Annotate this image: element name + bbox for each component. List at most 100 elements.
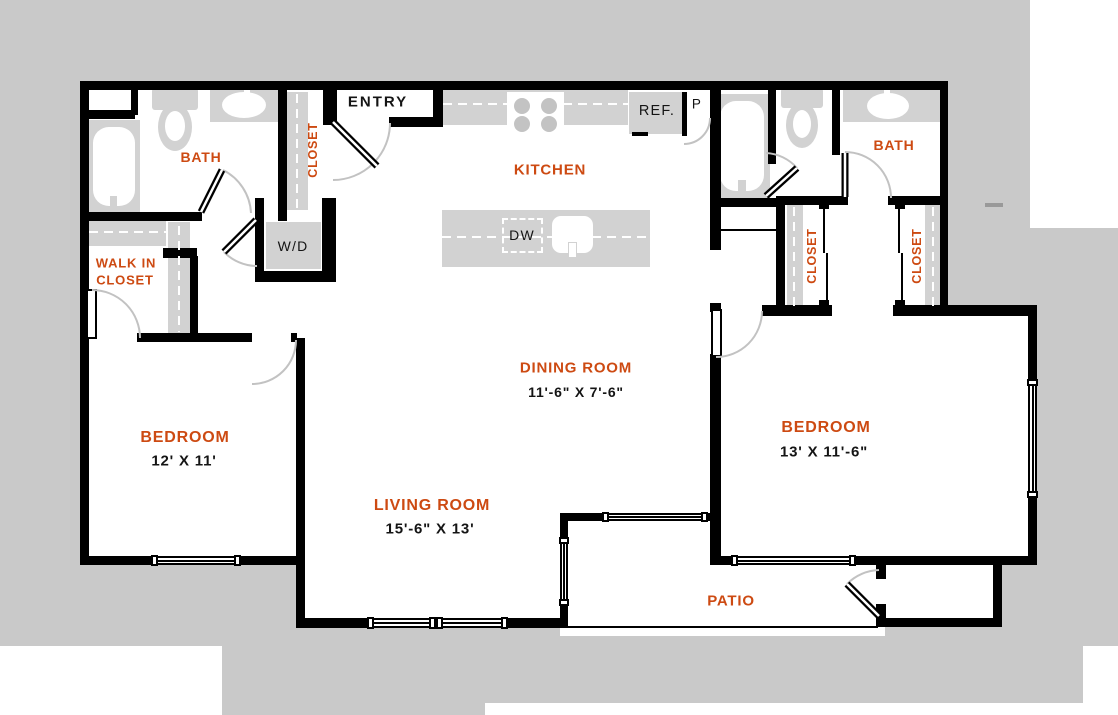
- window-living-2: [436, 617, 508, 629]
- wall-toilet2-divider: [832, 88, 840, 155]
- window-cap: [501, 617, 508, 629]
- wall-storage-left-top: [876, 565, 886, 579]
- living-room-label: LIVING ROOM: [373, 497, 491, 514]
- walkin-closet-label-line1: WALK IN: [95, 255, 157, 271]
- washer-dryer-label: W/D: [277, 238, 309, 254]
- dining-room-dimensions: 11'-6" X 7'-6": [528, 384, 624, 400]
- wall-wd-bottom: [255, 271, 331, 282]
- wall-storage-right: [993, 565, 1002, 627]
- wall-closet1-left: [776, 198, 785, 310]
- kitchen-island: [442, 210, 650, 267]
- dishwasher-label: DW: [509, 227, 535, 243]
- sink-right-faucet: [884, 89, 890, 98]
- window-living-patio: [602, 512, 708, 522]
- wall-bed1-door-jamb: [291, 333, 297, 342]
- refrigerator-label: REF.: [638, 103, 676, 119]
- wall-bed2-top-b: [893, 305, 1037, 316]
- kitchen-label: KITCHEN: [513, 161, 587, 179]
- wall-bed1-living-divider: [296, 338, 305, 628]
- washer-dryer-box: [266, 222, 321, 269]
- window-cap: [849, 555, 856, 566]
- window-cap: [1027, 491, 1038, 498]
- wall-bed2-top-a: [762, 305, 832, 316]
- wall-top: [80, 81, 948, 90]
- wall-niche-bottom: [87, 110, 135, 119]
- window-living-right: [559, 537, 569, 606]
- wall-bed2-bottom: [710, 556, 1037, 565]
- bathtub-right-faucet: [738, 180, 746, 192]
- patio-slab-edge: [564, 628, 878, 636]
- wall-divider-lower: [710, 354, 721, 558]
- wall-bath1-bottom: [80, 212, 202, 221]
- closet-right-1-label: CLOSET: [805, 228, 819, 284]
- wall-niche-right: [131, 85, 138, 115]
- window-cap: [429, 617, 436, 629]
- window-cap: [701, 512, 708, 522]
- wall-divider-stub: [710, 303, 721, 312]
- window-living-1: [367, 617, 436, 629]
- wall-storage-left-bottom: [876, 604, 886, 627]
- refrigerator-base-tick: [632, 132, 648, 136]
- wall-tubroom-bottom: [712, 198, 778, 207]
- bathtub-left: [93, 127, 135, 206]
- counter-dashed-lines: [89, 94, 934, 332]
- floor-storage: [876, 556, 1002, 627]
- wall-divider-upper: [710, 81, 721, 250]
- door-leaves-diagonal: [197, 119, 882, 619]
- bath-right-label: BATH: [873, 137, 915, 153]
- bathtub-left-faucet: [110, 196, 117, 207]
- living-room-dimensions: 15'-6" X 13': [385, 520, 475, 538]
- dishwasher-outline: [502, 218, 543, 253]
- wall-entrycloset-right: [323, 81, 337, 125]
- walkin-closet-label-line2: CLOSET: [96, 272, 154, 288]
- wall-bed1-top: [137, 333, 251, 342]
- closet-right-2-label: CLOSET: [910, 228, 924, 284]
- wall-walkin-right: [190, 256, 198, 338]
- bedroom-left-dimensions: 12' X 11': [151, 452, 217, 470]
- thin-edges: [564, 229, 878, 628]
- sink-left-faucet: [244, 87, 250, 96]
- dining-room-label: DINING ROOM: [519, 359, 633, 377]
- background-bottom-2: [485, 646, 1083, 703]
- window-cap: [559, 599, 569, 606]
- island-sink-faucet: [568, 242, 577, 258]
- wall-wd-left: [255, 198, 264, 282]
- wall-storage-bottom: [876, 618, 1002, 627]
- wall-right-outer: [940, 81, 948, 316]
- closet-slider-doors: [823, 208, 903, 300]
- toilet-right-bowl-inner: [793, 110, 811, 138]
- bedroom-left-label: BEDROOM: [140, 429, 230, 446]
- patio-label: PATIO: [707, 592, 755, 610]
- window-bedroom1: [151, 555, 241, 566]
- window-bedroom2-right: [1027, 379, 1038, 498]
- entry-label: ENTRY: [347, 93, 409, 111]
- wall-entry-bottom: [389, 117, 443, 127]
- window-bedroom2-bottom: [731, 555, 856, 566]
- wall-bath1-closet: [278, 88, 287, 221]
- stray-dash: [985, 203, 1003, 207]
- door-jamb-blocks: [246, 202, 905, 342]
- walkin-closet-door-leaf: [86, 289, 97, 339]
- entry-closet-shelf: [287, 92, 308, 210]
- toilet-left-tank: [152, 88, 198, 110]
- wall-left: [80, 81, 89, 565]
- wall-closet1-top: [776, 196, 848, 205]
- bedroom-right-label: BEDROOM: [781, 419, 871, 436]
- wall-pantry-divider: [682, 92, 687, 136]
- background-right: [1030, 228, 1118, 646]
- entry-closet-label: CLOSET: [306, 122, 320, 178]
- wall-wd-right: [322, 198, 336, 282]
- sink-left-basin: [222, 92, 266, 118]
- window-cap: [234, 555, 241, 566]
- toilet-right-tank: [781, 88, 823, 108]
- bedroom-right-dimensions: 13' X 11'-6": [779, 443, 869, 461]
- stove-burners: [514, 98, 557, 132]
- wall-entry-right: [433, 88, 443, 120]
- bath-left-label: BATH: [180, 149, 222, 165]
- background-bottom-1: [222, 646, 485, 715]
- floor-patio: [560, 513, 885, 636]
- pantry-label: P: [691, 96, 703, 112]
- bathtub-right: [720, 101, 764, 191]
